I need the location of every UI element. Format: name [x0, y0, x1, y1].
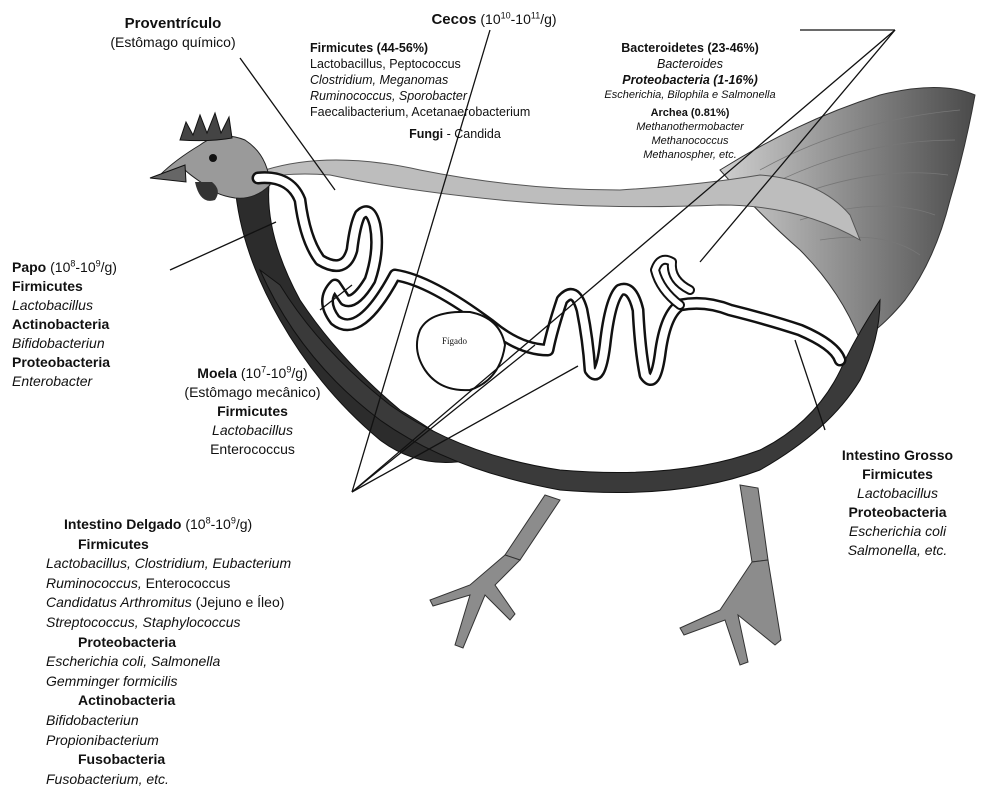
cecos-count: (1010-1011/g) [480, 11, 556, 27]
moela-title: Moela (107-109/g) [160, 364, 345, 383]
cecos-title: Cecos [431, 11, 476, 28]
moela-item-1: Firmicutes [160, 402, 345, 421]
ig-item-2: Lactobacillus [805, 484, 990, 503]
papo-item-1: Firmicutes [12, 277, 182, 296]
cecos-archea-1: Methanothermobacter [575, 120, 805, 134]
id-title: Intestino Delgado (108-109/g) [46, 515, 376, 535]
ig-item-5: Salmonella, etc. [805, 541, 990, 560]
id-phylum-proteobacteria: Proteobacteria [46, 633, 376, 653]
cecos-line-4: Faecalibacterium, Acetanaerobacterium [310, 104, 600, 120]
liver [417, 312, 505, 390]
cecos-genus-proteobacteria: Escherichia, Bilophila e Salmonella [575, 88, 805, 102]
intestino-grosso-label: Intestino Grosso Firmicutes Lactobacillu… [805, 446, 990, 560]
cecos-phylum-firmicutes: Firmicutes (44-56%) [310, 40, 600, 56]
legs [430, 485, 781, 665]
moela-item-3: Enterococcus [160, 440, 345, 459]
intestinal-tract [258, 178, 840, 380]
id-firmicutes-3: Candidatus Arthromitus (Jejuno e Íleo) [46, 593, 376, 613]
papo-item-2: Lactobacillus [12, 296, 182, 315]
id-firmicutes-2: Ruminococcus, Enterococcus [46, 574, 376, 594]
moela-item-2: Lactobacillus [160, 421, 345, 440]
ig-item-1: Firmicutes [805, 465, 990, 484]
moela-subtitle: (Estômago mecânico) [160, 383, 345, 402]
proventriculo-subtitle: (Estômago químico) [78, 33, 268, 52]
moela-label: Moela (107-109/g) (Estômago mecânico) Fi… [160, 364, 345, 459]
intestino-delgado-label: Intestino Delgado (108-109/g) Firmicutes… [46, 515, 376, 789]
papo-item-4: Bifidobacteriun [12, 334, 182, 353]
id-phylum-fusobacteria: Fusobacteria [46, 750, 376, 770]
id-firmicutes-1: Lactobacillus, Clostridium, Eubacterium [46, 554, 376, 574]
intestino-grosso-title: Intestino Grosso [805, 446, 990, 465]
cecos-line-2: Clostridium, Meganomas [310, 72, 600, 88]
cecos-phylum-archea: Archea (0.81%) [575, 106, 805, 120]
comb [180, 113, 232, 141]
cecos-phylum-bacteroidetes: Bacteroidetes (23-46%) [575, 40, 805, 56]
id-actinobacteria-1: Bifidobacteriun [46, 711, 376, 731]
cecos-line-1: Lactobacillus, Peptococcus [310, 56, 600, 72]
papo-item-3: Actinobacteria [12, 315, 182, 334]
ig-item-3: Proteobacteria [805, 503, 990, 522]
id-fusobacteria-1: Fusobacterium, etc. [46, 770, 376, 790]
id-proteobacteria-2: Gemminger formicilis [46, 672, 376, 692]
papo-item-6: Enterobacter [12, 372, 182, 391]
id-phylum-actinobacteria: Actinobacteria [46, 691, 376, 711]
id-phylum-firmicutes: Firmicutes [46, 535, 376, 555]
eye [209, 154, 217, 162]
papo-title: Papo (108-109/g) [12, 258, 182, 277]
cecos-archea-2: Methanococcus [575, 134, 805, 148]
papo-item-5: Proteobacteria [12, 353, 182, 372]
cecos-other-phyla-block: Bacteroidetes (23-46%) Bacteroides Prote… [575, 40, 805, 162]
cecos-archea-3: Methanospher, etc. [575, 148, 805, 162]
wattle [195, 182, 218, 201]
cecos-fungi: Fungi - Candida [310, 126, 600, 142]
cecos-phylum-proteobacteria: Proteobacteria (1-16%) [575, 72, 805, 88]
figado-label: Fígado [442, 336, 467, 346]
cecos-line-3: Ruminococcus, Sporobacter [310, 88, 600, 104]
cecos-firmicutes-block: Firmicutes (44-56%) Lactobacillus, Pepto… [310, 40, 600, 142]
proventriculo-title: Proventrículo [78, 14, 268, 33]
id-firmicutes-4: Streptococcus, Staphylococcus [46, 613, 376, 633]
id-actinobacteria-2: Propionibacterium [46, 731, 376, 751]
proventriculo-label: Proventrículo (Estômago químico) [78, 14, 268, 52]
id-proteobacteria-1: Escherichia coli, Salmonella [46, 652, 376, 672]
cecos-genus-bacteroides: Bacteroides [575, 56, 805, 72]
papo-label: Papo (108-109/g) Firmicutes Lactobacillu… [12, 258, 182, 391]
cecos-title-block: Cecos (1010-1011/g) [386, 10, 602, 29]
ig-item-4: Escherichia coli [805, 522, 990, 541]
